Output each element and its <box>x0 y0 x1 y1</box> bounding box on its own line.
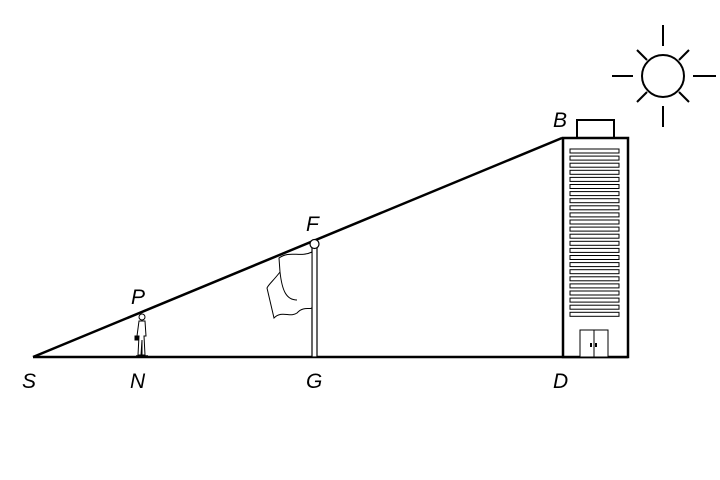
label-D: D <box>553 370 568 393</box>
window-row <box>569 205 620 211</box>
flag <box>266 251 313 319</box>
window-row <box>569 240 620 246</box>
window-row <box>569 155 620 161</box>
label-F: F <box>306 213 320 236</box>
window-row <box>569 226 620 232</box>
window-row <box>569 311 620 317</box>
sight-line <box>32 136 563 359</box>
person <box>134 313 148 357</box>
label-P: P <box>131 286 145 309</box>
window-row <box>569 262 620 268</box>
building <box>561 119 630 359</box>
window-row <box>569 198 620 204</box>
window-row <box>569 148 620 154</box>
label-G: G <box>306 370 322 393</box>
window-row <box>569 276 620 282</box>
flagpole <box>266 238 320 358</box>
label-B: B <box>553 109 567 132</box>
window-row <box>569 191 620 197</box>
window-row <box>569 297 620 303</box>
window-row <box>569 304 620 310</box>
label-N: N <box>130 370 146 393</box>
window-row <box>569 176 620 182</box>
window-row <box>569 247 620 253</box>
window-row <box>569 212 620 218</box>
label-S: S <box>22 370 36 393</box>
window-row <box>569 162 620 168</box>
window-row <box>569 283 620 289</box>
window-row <box>569 269 620 275</box>
window-row <box>569 219 620 225</box>
window-row <box>569 290 620 296</box>
sun-icon <box>612 25 716 127</box>
window-row <box>569 169 620 175</box>
window-row <box>569 255 620 260</box>
building-windows <box>569 148 620 317</box>
window-row <box>569 184 620 189</box>
window-row <box>569 233 620 239</box>
